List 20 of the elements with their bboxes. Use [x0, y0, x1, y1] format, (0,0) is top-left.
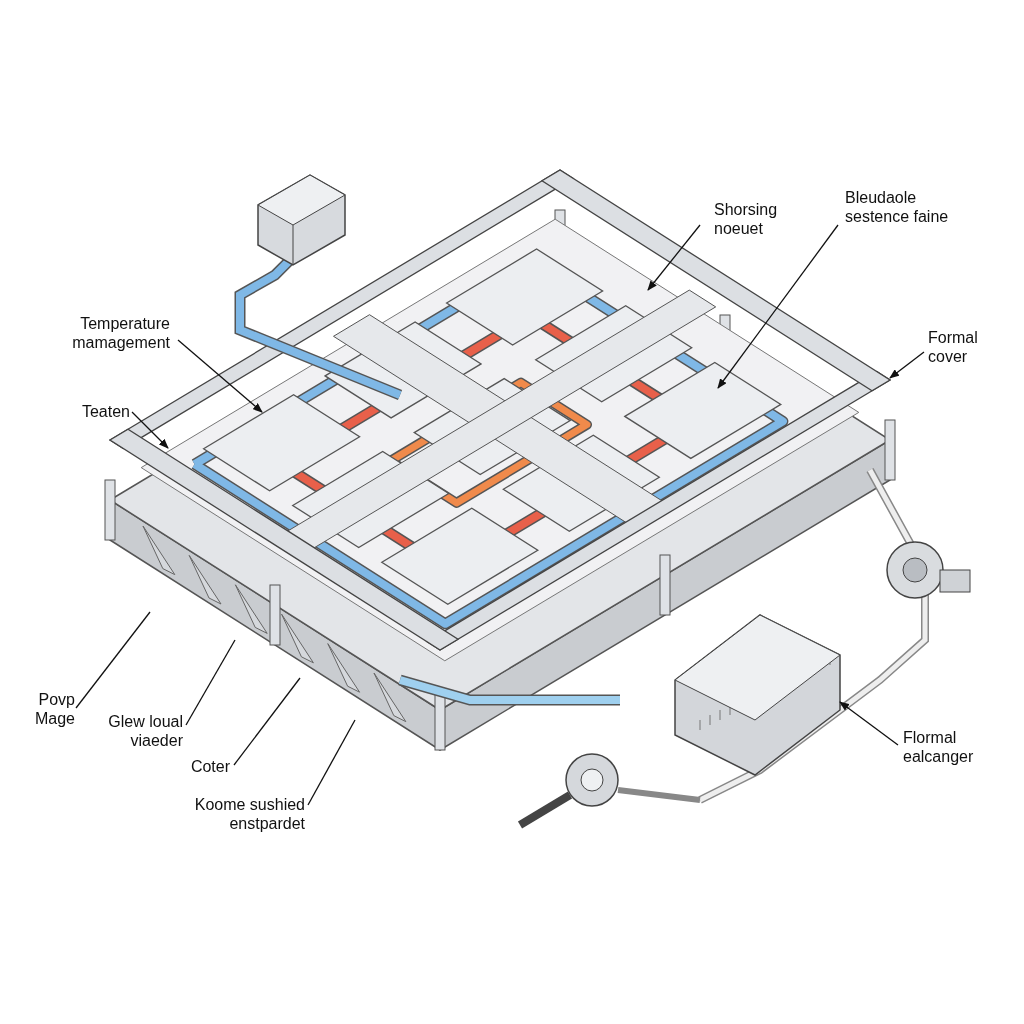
leader-line: [717, 224, 839, 389]
callout-label: Shorsing noeuet: [714, 200, 794, 238]
leader-line: [839, 701, 899, 746]
callout-label: Flormal ealcanger: [903, 728, 993, 766]
callout-label: Formal cover: [928, 328, 998, 366]
leader-line: [131, 411, 169, 449]
callout-label: Teaten: [60, 402, 130, 421]
callout-label: Temperature mamagement: [40, 314, 170, 352]
leader-line: [233, 677, 301, 766]
callout-label: Glew loual viaeder: [88, 712, 183, 750]
leader-line: [185, 639, 236, 726]
leader-line: [307, 719, 356, 806]
callout-label: Coter: [170, 757, 230, 776]
leader-line: [177, 339, 263, 413]
leader-line: [75, 611, 151, 709]
leader-line: [889, 351, 925, 379]
callout-label: Povp Mage: [20, 690, 75, 728]
callout-label: Koome sushied enstpardet: [160, 795, 305, 833]
leader-line: [647, 224, 701, 291]
callout-label: Bleudaole sestence faine: [845, 188, 975, 226]
